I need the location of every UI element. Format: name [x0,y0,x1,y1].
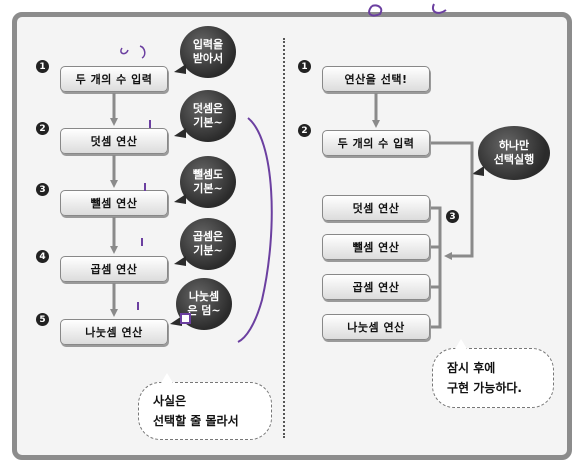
right-branch-number: 3 [446,210,459,223]
left-note-line2: 선택할 줄 몰라서 [153,414,239,428]
bubble-add-line2: 기본~ [193,116,223,129]
bubble-subtract-line1: 뺄셈도 [192,168,224,181]
left-note-line1: 사실은 [153,394,187,408]
right-option-subtract: 뺄셈 연산 [322,234,430,260]
left-note: 사실은 선택할 줄 몰라서 [138,373,272,440]
center-divider [283,38,285,438]
bubble-multiply-line2: 기분~ [193,244,223,257]
bubble-select-one: 하나만 선택실행 [472,126,550,180]
right-option-add: 덧셈 연산 [322,195,430,221]
bubble-add: 덧셈은 기본~ [174,90,236,142]
bubble-subtract: 뺄셈도 기본~ [174,156,236,208]
bubble-select-one-line1: 하나만 [498,139,530,152]
left-step-2-number: 2 [36,122,49,135]
bubble-input-line2: 받아서 [192,52,224,65]
right-option-divide: 나눗셈 연산 [322,314,430,340]
left-step-5-box: 나눗셈 연산 [60,319,168,345]
bubble-add-line1: 덧셈은 [192,102,224,115]
bubble-input: 입력을 받아서 [174,26,236,78]
right-step-1-number: 1 [298,60,311,73]
bubble-divide-line2: 은 덤~ [187,304,221,317]
bubble-subtract-line2: 기본~ [193,182,223,195]
left-step-1-box: 두 개의 수 입력 [60,66,168,92]
right-option-multiply: 곱셈 연산 [322,274,430,300]
right-step-2-number: 2 [298,124,311,137]
left-step-3-number: 3 [36,183,49,196]
bubble-multiply-line1: 곱셈은 [192,230,224,243]
right-note-line1: 잠시 후에 [447,361,496,375]
right-step-2-box: 두 개의 수 입력 [322,130,430,156]
left-step-4-number: 4 [36,250,49,263]
left-step-1-number: 1 [36,60,49,73]
left-step-2-box: 덧셈 연산 [60,128,168,154]
right-note-line2: 구현 가능하다. [447,381,522,395]
left-step-3-box: 뺄셈 연산 [60,190,168,216]
bubble-divide: 나눗셈 은 덤~ [170,278,232,330]
bubble-input-line1: 입력을 [192,38,224,51]
left-step-5-number: 5 [36,313,49,326]
left-step-4-box: 곱셈 연산 [60,256,168,282]
right-note: 잠시 후에 구현 가능하다. [432,339,554,408]
bubble-multiply: 곱셈은 기분~ [174,218,236,270]
right-step-1-box: 연산을 선택! [322,66,430,92]
bubble-select-one-line2: 선택실행 [493,153,535,166]
bubble-divide-line1: 나눗셈 [188,290,220,303]
